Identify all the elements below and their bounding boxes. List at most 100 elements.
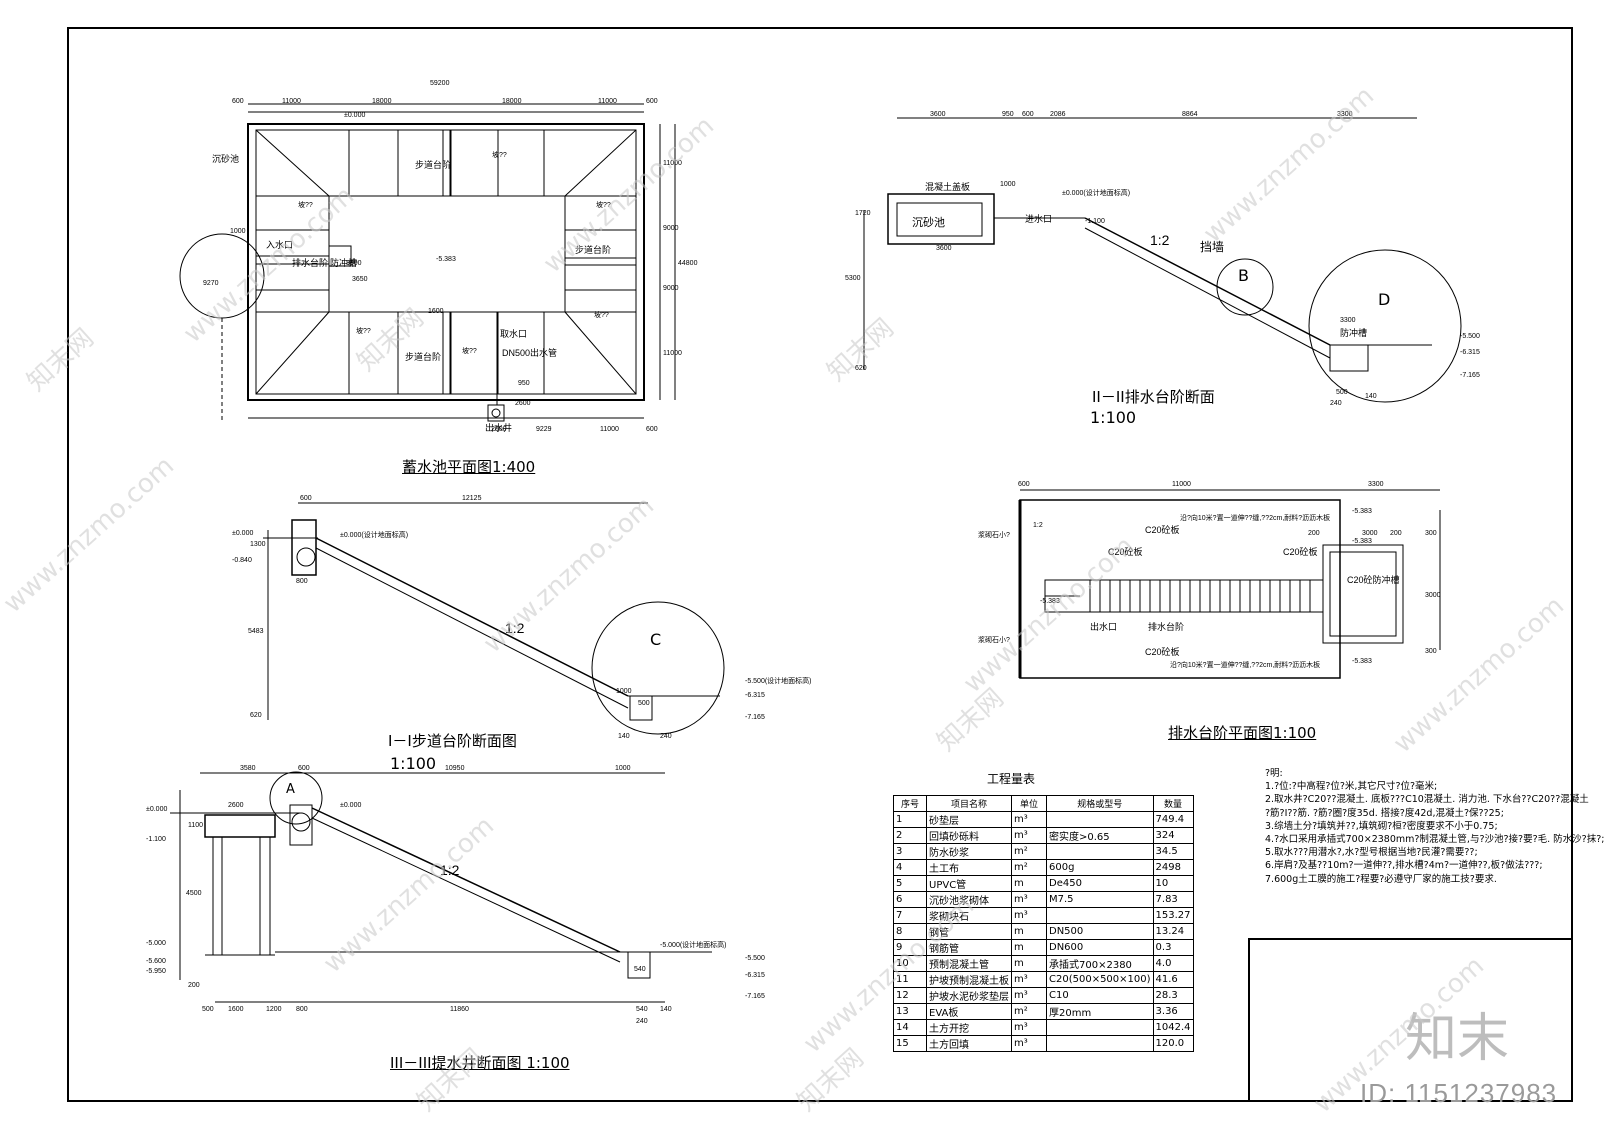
row-unit: m³ — [1011, 971, 1047, 988]
dp-dim-3: 3300 — [1368, 481, 1384, 488]
row-unit: m³ — [1011, 811, 1047, 828]
s2-level-3: -7.165 — [1460, 372, 1480, 379]
s3-circle-a: A — [286, 782, 295, 797]
s3-level-7: -5.500 — [745, 955, 765, 962]
row-qty: 4.0 — [1152, 955, 1194, 972]
s3-dim-1: 3580 — [240, 765, 256, 772]
dp-c20-left: C20砼板 — [1108, 547, 1143, 557]
header-qty: 数量 — [1152, 795, 1194, 812]
s3-dim-b3: 1200 — [266, 1006, 282, 1013]
row-item: 土方回填 — [926, 1035, 1012, 1052]
plan-sub-dim-3: 3650 — [352, 276, 368, 283]
s3-dim-b8: 240 — [636, 1018, 648, 1025]
dp-c20-bottom: C20砼板 — [1145, 647, 1180, 657]
plan-left-dim: 9270 — [203, 280, 219, 287]
row-qty: 34.5 — [1152, 843, 1194, 860]
row-spec — [1046, 1035, 1154, 1052]
s1-dim-side-5: 1000 — [616, 688, 632, 695]
dp-dim-inner-1: 200 — [1308, 530, 1320, 537]
s2-dim-2: 950 — [1002, 111, 1014, 118]
row-item: 砂垫层 — [926, 811, 1012, 828]
plan-dim-bottom-2: 9229 — [536, 426, 552, 433]
row-spec: De450 — [1046, 875, 1154, 892]
drawing-frame — [67, 27, 1573, 1102]
plan-slope-2: 坡?? — [298, 202, 313, 209]
dp-dim-right-3: 300 — [1425, 648, 1437, 655]
row-no: 12 — [893, 987, 927, 1004]
s1-dim-side-4: 800 — [296, 578, 308, 585]
dp-dim-1: 600 — [1018, 481, 1030, 488]
s3-dim-side-5: 540 — [634, 966, 646, 973]
s2-dim-side-9: 140 — [1365, 393, 1377, 400]
row-unit: m² — [1011, 1003, 1047, 1020]
header-no: 序号 — [893, 795, 927, 812]
row-no: 14 — [893, 1019, 927, 1036]
s2-dim-side-3: 620 — [855, 365, 867, 372]
row-spec: 600g — [1046, 859, 1154, 876]
s2-sand-pit: 沉砂池 — [912, 217, 945, 229]
row-no: 7 — [893, 907, 927, 924]
note-line: 6.岸肩?及基??10m?一道伸??,排水槽?4m?一道伸??,板?做法???; — [1265, 860, 1543, 872]
row-qty: 2498 — [1152, 859, 1194, 876]
row-item: 土方开挖 — [926, 1019, 1012, 1036]
s2-slope: 1:2 — [1150, 232, 1170, 248]
dp-dim-right-2: 3000 — [1425, 592, 1441, 599]
row-qty: 10 — [1152, 875, 1194, 892]
s1-level-1: -0.840 — [232, 557, 252, 564]
plan-sub-dim-6: 2600 — [515, 400, 531, 407]
s3-level-0: ±0.000 — [146, 806, 168, 813]
row-no: 1 — [893, 811, 927, 828]
row-unit: m² — [1011, 859, 1047, 876]
plan-dim-right-2: 9000 — [663, 225, 679, 232]
row-qty: 1042.4 — [1152, 1019, 1194, 1036]
dp-dim-inner-2: 3000 — [1362, 530, 1378, 537]
plan-slope-3: 坡?? — [596, 202, 611, 209]
dp-title: 排水台阶平面图1:100 — [1168, 724, 1317, 742]
note-line: 4.?水口采用承插式700×2380mm?制混凝土管,与?沙池?接?要?毛. 防… — [1265, 834, 1604, 846]
plan-total-height: 44800 — [678, 260, 698, 267]
s3-dim-b6: 540 — [636, 1006, 648, 1013]
plan-dim-bottom-1: 2600 — [491, 426, 507, 433]
s2-dim-3: 600 — [1022, 111, 1034, 118]
note-line: 5.取水???用潜水?,水?型号根据当地?民灌?需要??; — [1265, 847, 1478, 859]
s2-level-2: -6.315 — [1460, 349, 1480, 356]
s2-dim-5: 8864 — [1182, 111, 1198, 118]
plan-sub-dim-4: 1600 — [428, 308, 444, 315]
s2-level-0: ±0.000(设计地面标高) — [1062, 190, 1131, 197]
row-unit: m³ — [1011, 987, 1047, 1004]
row-unit: m³ — [1011, 1019, 1047, 1036]
row-item: 护坡水泥砂浆垫层 — [926, 987, 1012, 1004]
row-unit: m² — [1011, 843, 1047, 860]
dp-gravel-bottom: 浆砌石小? — [978, 637, 1010, 644]
notes-heading: ?明: — [1265, 768, 1283, 779]
row-spec: C20(500×500×100) — [1046, 971, 1154, 988]
plan-zero-level: ±0.000 — [344, 112, 366, 119]
s1-level-2: ±0.000(设计地面标高) — [340, 532, 409, 539]
dp-slope: 1:2 — [1033, 522, 1043, 529]
plan-dim-bottom-4: 600 — [646, 426, 658, 433]
s2-dim-1: 3600 — [930, 111, 946, 118]
s3-dim-b5: 11860 — [450, 1006, 469, 1013]
s3-dim-side-4: 2600 — [228, 802, 244, 809]
dp-drain-step: 排水台阶 — [1148, 622, 1185, 632]
header-spec: 规格或型号 — [1046, 795, 1154, 812]
s3-level-1: -1.100 — [146, 836, 166, 843]
quantity-table-title: 工程量表 — [987, 772, 1036, 786]
s1-dim-side-2: 5483 — [248, 628, 264, 635]
design-notes: ?明: 1.?位:?中高程?位?米,其它尺寸?位?毫米; 2.取水井?C20??… — [1265, 767, 1604, 886]
plan-dim-top-5: 11000 — [598, 98, 617, 105]
note-line: 7.600g土工膜的施工?程要?必遵守厂家的施工技?要求. — [1265, 873, 1497, 885]
row-no: 13 — [893, 1003, 927, 1020]
s3-title: III－III提水井断面图 1:100 — [390, 1054, 570, 1072]
row-unit: m³ — [1011, 907, 1047, 924]
s3-dim-side-2: 4500 — [186, 890, 202, 897]
s3-level-3: -5.000 — [146, 940, 166, 947]
